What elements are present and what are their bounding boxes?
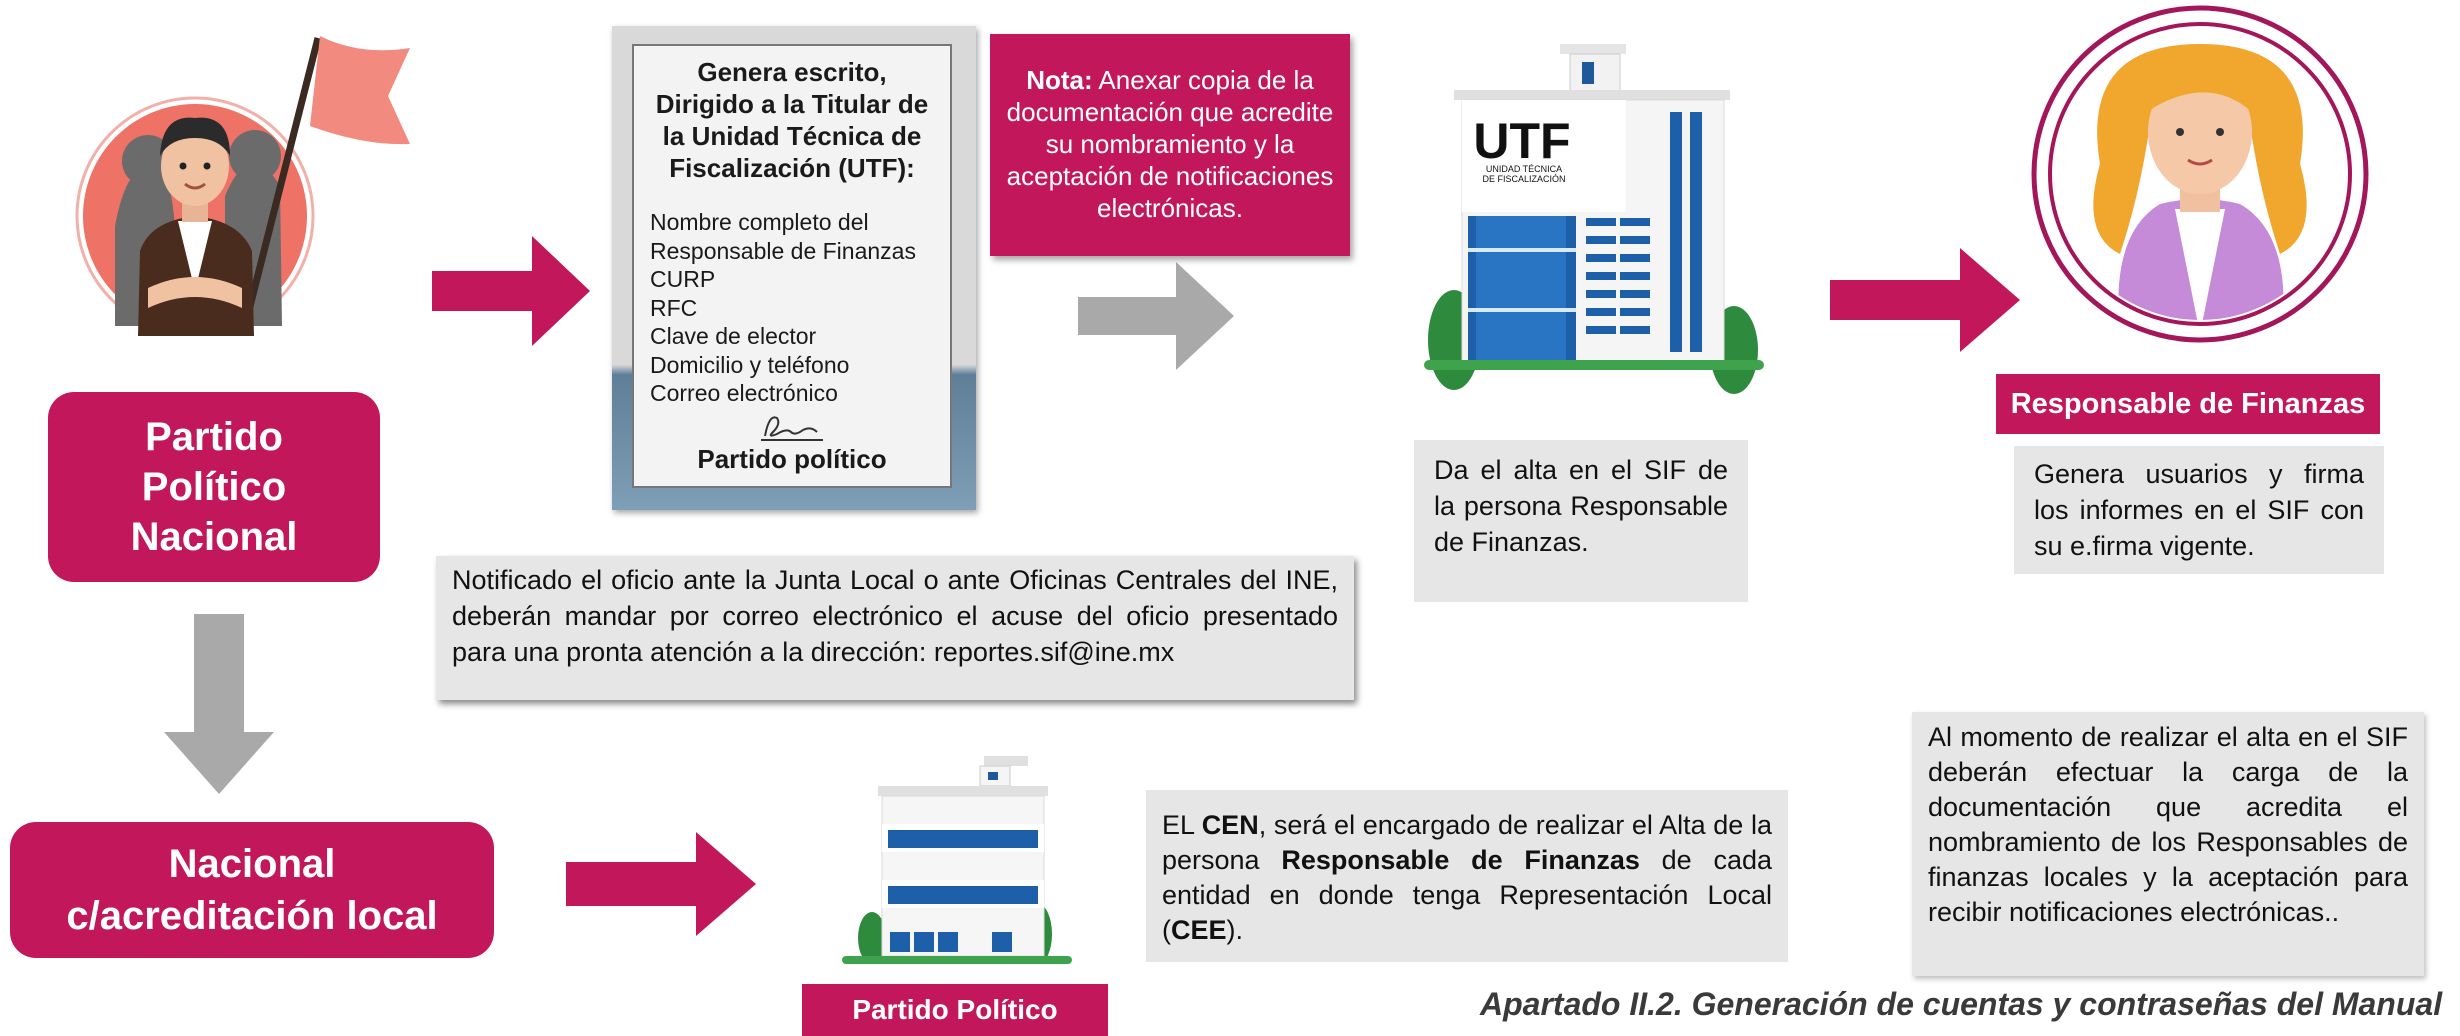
sif-box: Da el alta en el SIF de la persona Respo… [1414, 440, 1748, 602]
responsable-label: Responsable de Finanzas [1996, 374, 2380, 434]
document-title: Genera escrito, Dirigido a la Titular de… [650, 56, 934, 184]
cen-bold: Responsable de Finanzas [1281, 845, 1640, 875]
cen-text: de cada entidad en donde tenga Represent… [1162, 845, 1772, 945]
partido-politico-label: Partido Político [802, 984, 1108, 1036]
cen-box: EL CEN, será el encargado de realizar el… [1146, 790, 1788, 962]
momento-box: Al momento de realizar el alta en el SIF… [1912, 712, 2424, 976]
utf-logo-sub-2: DE FISCALIZACIÓN [1482, 174, 1565, 184]
arrow-right-3 [566, 832, 756, 936]
cen-text: EL [1162, 810, 1202, 840]
document-party: Partido político [697, 443, 887, 474]
cen-bold: CEE [1171, 915, 1227, 945]
party-building-icon [842, 756, 1072, 964]
caption: Apartado II.2. Generación de cuentas y c… [1480, 986, 2443, 1022]
partido-line-3: Nacional [130, 515, 298, 559]
document-items: Nombre completo del Responsable de Finan… [650, 208, 934, 408]
partido-line-1: Partido [145, 415, 283, 459]
party-illustration [75, 36, 410, 336]
document-title-line-3: la Unidad Técnica de [662, 121, 922, 151]
document-title-line-2: Dirigido a la Titular de [655, 89, 929, 119]
cen-text: ). [1226, 915, 1244, 945]
utf-logo-sub-1: UNIDAD TÉCNICA [1486, 164, 1562, 174]
arrow-right-2 [1830, 248, 2020, 352]
document-item: Domicilio y teléfono [650, 351, 850, 378]
note-text: Anexar copia de la documentación que acr… [1006, 65, 1334, 223]
partido-line-2: Político [141, 465, 287, 509]
note-label: Nota: [1026, 65, 1093, 95]
document-title-line-4: Fiscalización (UTF): [669, 153, 915, 183]
document-item: Responsable de Finanzas [650, 237, 916, 264]
arrow-down-gray [164, 614, 274, 794]
document-item: Clave de elector [650, 323, 817, 349]
note-box: Nota: Anexar copia de la documentación q… [990, 34, 1350, 256]
nacional-acreditacion-box: Nacional c/acreditación local [10, 822, 494, 958]
arrow-right-gray [1078, 262, 1234, 370]
nacional-line-2: c/acreditación local [66, 894, 438, 938]
document-title-line-1: Genera escrito, [697, 57, 887, 87]
arrow-right-1 [432, 236, 590, 346]
document-item: Correo electrónico [650, 380, 838, 406]
partido-politico-nacional-box: Partido Político Nacional [48, 392, 380, 582]
document-item: Nombre completo del [650, 209, 869, 235]
signature-icon [650, 410, 934, 444]
utf-building-icon: UTF UNIDAD TÉCNICA DE FISCALIZACIÓN [1424, 44, 1764, 394]
document-item: CURP [650, 266, 716, 292]
responsable-avatar [2031, 5, 2369, 343]
responsable-box: Genera usuarios y firma los informes en … [2014, 446, 2384, 574]
nacional-line-1: Nacional [168, 842, 336, 886]
notification-box: Notificado el oficio ante la Junta Local… [436, 556, 1354, 700]
utf-logo-text: UTF [1473, 113, 1570, 169]
cen-bold: CEN [1201, 810, 1259, 840]
cen-text: , será el encargado de realizar el Alta … [1162, 810, 1772, 875]
document-item: RFC [650, 294, 698, 321]
document-sheet: Genera escrito, Dirigido a la Titular de… [632, 44, 952, 488]
